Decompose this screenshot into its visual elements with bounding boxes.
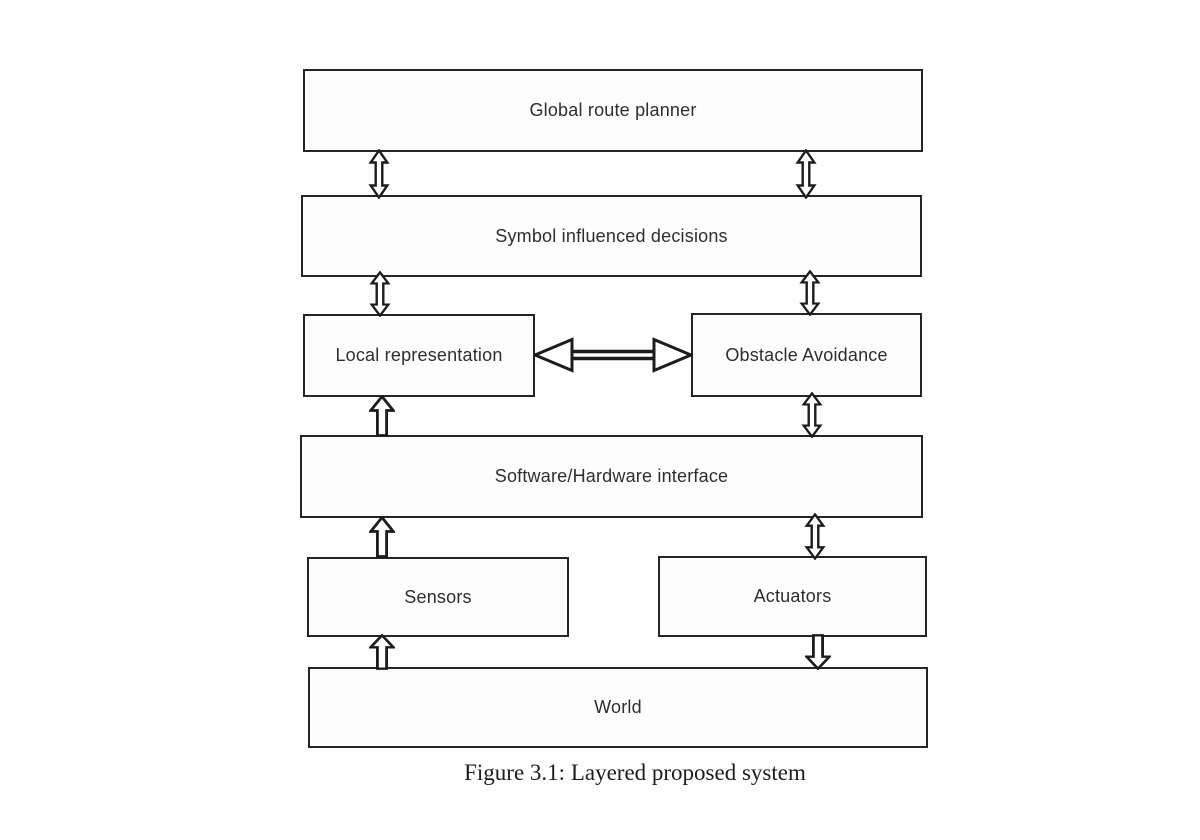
box-sensors: Sensors: [307, 557, 569, 637]
double-arrow-icon: [370, 271, 390, 317]
box-label: Symbol influenced decisions: [495, 225, 728, 246]
up-arrow-icon: [369, 516, 395, 558]
double-arrow-icon: [805, 513, 825, 560]
double-arrow-icon: [800, 270, 820, 316]
box-obstacle-avoidance: Obstacle Avoidance: [691, 313, 922, 397]
box-label: Local representation: [335, 345, 503, 365]
up-arrow-icon: [369, 634, 395, 670]
box-label: Global route planner: [529, 100, 697, 120]
horizontal-double-arrow-icon: [533, 337, 693, 373]
box-label: World: [594, 697, 642, 717]
box-label: Actuators: [753, 586, 832, 606]
up-arrow-icon: [369, 395, 395, 437]
box-actuators: Actuators: [658, 556, 927, 637]
double-arrow-icon: [802, 392, 822, 438]
double-arrow-icon: [369, 149, 389, 199]
box-world: World: [308, 667, 928, 748]
down-arrow-icon: [805, 634, 831, 670]
box-label: Software/Hardware interface: [494, 466, 729, 486]
box-label: Sensors: [404, 586, 472, 607]
box-global-route-planner: Global route planner: [303, 69, 923, 152]
box-software-hardware-interface: Software/Hardware interface: [300, 435, 923, 518]
double-arrow-icon: [796, 149, 816, 199]
box-label: Obstacle Avoidance: [725, 344, 888, 365]
figure-caption: Figure 3.1: Layered proposed system: [464, 760, 806, 785]
box-local-representation: Local representation: [303, 314, 535, 397]
box-symbol-influenced-decisions: Symbol influenced decisions: [301, 195, 922, 277]
